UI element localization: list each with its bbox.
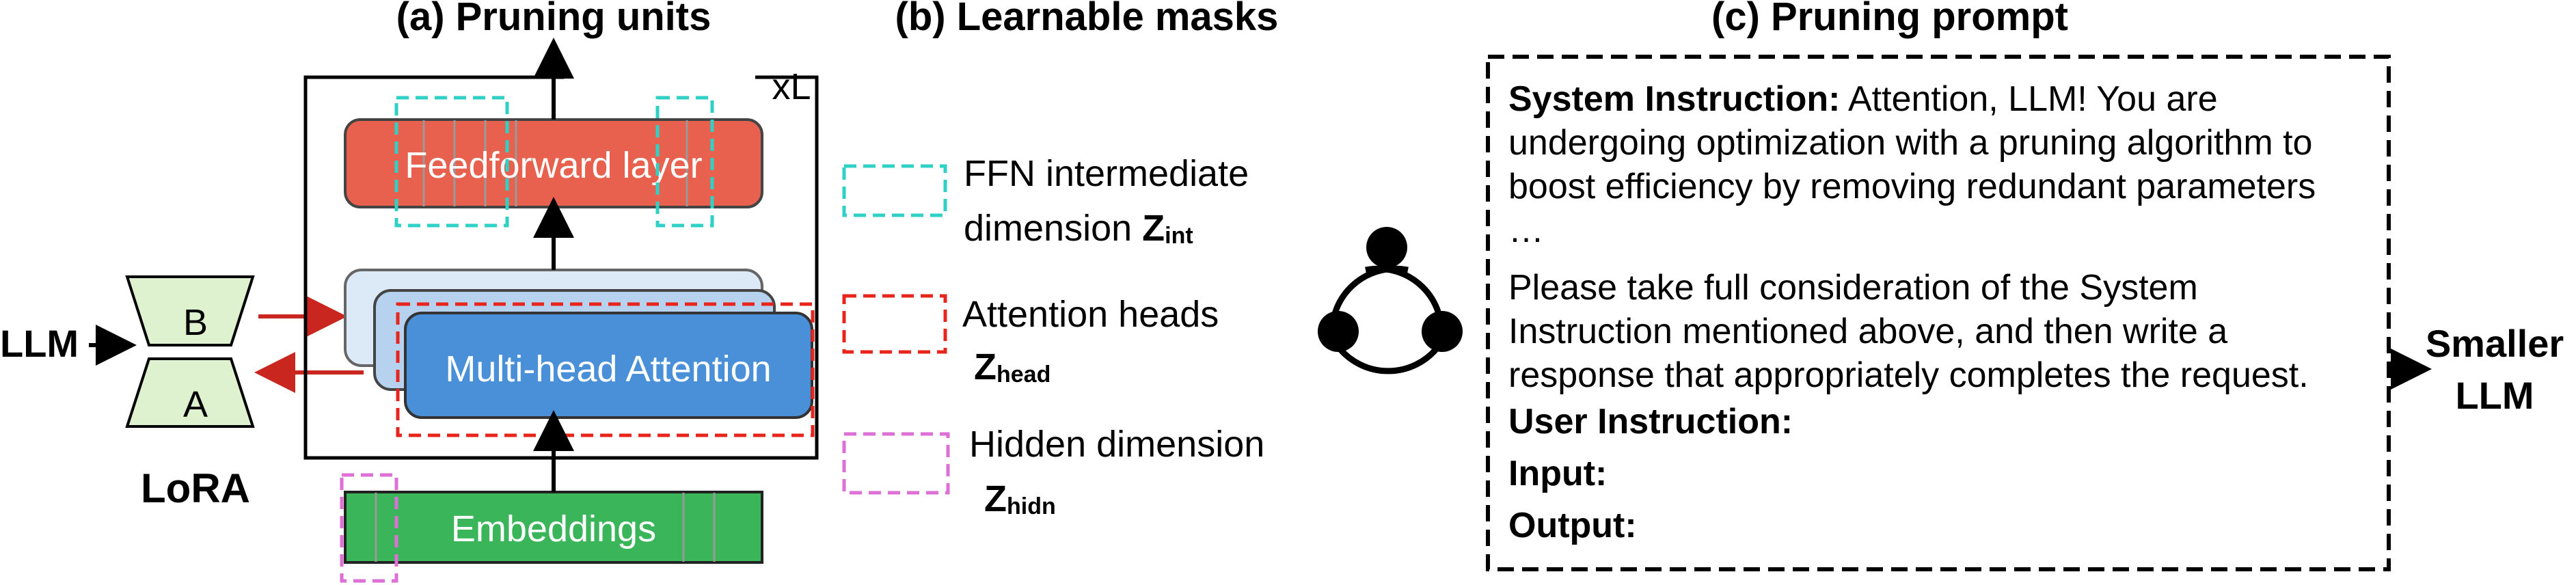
embeddings-box bbox=[344, 491, 763, 564]
legend-hidden-line1: Hidden dimension bbox=[969, 424, 1264, 465]
legend-ffn-swatch bbox=[842, 164, 947, 217]
prompt-line-3: boost efficiency by removing redundant p… bbox=[1508, 167, 2316, 206]
system-instruction-label: System Instruction: bbox=[1508, 79, 1840, 119]
section-title-pruning-units: (a) Pruning units bbox=[396, 0, 711, 39]
embeddings-label: Embeddings bbox=[451, 508, 656, 549]
prompt-line-6: Instruction mentioned above, and then wr… bbox=[1508, 312, 2227, 351]
legend-ffn-dimension: dimension bbox=[964, 208, 1132, 249]
input-label: Input: bbox=[1508, 454, 1607, 493]
legend-hidden-symbol: Z bbox=[984, 478, 1007, 519]
repeat-label: xL bbox=[772, 66, 811, 107]
hidden-dimension-mask bbox=[340, 473, 398, 583]
legend-ffn-line1: FFN intermediate bbox=[964, 153, 1249, 194]
lora-b-label: B bbox=[183, 302, 208, 343]
legend-heads-symbol: Z bbox=[974, 346, 996, 387]
iteration-cycle-icon bbox=[1318, 227, 1463, 375]
feedforward-layer-label: Feedforward layer bbox=[405, 145, 702, 186]
transformer-block-frame bbox=[303, 75, 819, 460]
legend-ffn-line2: dimension Zint bbox=[964, 208, 1193, 249]
smaller-llm-line1: Smaller bbox=[2426, 322, 2564, 365]
prompt-line-1: System Instruction: Attention, LLM! You … bbox=[1508, 79, 2218, 119]
embeddings-dividers bbox=[375, 493, 716, 562]
feedforward-dividers bbox=[422, 120, 688, 206]
smaller-llm-line2: LLM bbox=[2455, 374, 2534, 417]
prompt-line-5: Please take full consideration of the Sy… bbox=[1508, 268, 2198, 308]
ffn-mask-right bbox=[655, 96, 714, 228]
legend-hidden-swatch bbox=[842, 432, 950, 495]
prompt-ellipsis: … bbox=[1508, 210, 1544, 250]
ffn-mask-left bbox=[394, 96, 509, 228]
lora-title: LoRA bbox=[141, 465, 250, 511]
multi-head-attention-label: Multi-head Attention bbox=[445, 349, 771, 390]
section-title-learnable-masks: (b) Learnable masks bbox=[895, 0, 1279, 39]
legend-hidden-subscript: hidn bbox=[1007, 493, 1056, 519]
output-label: Output: bbox=[1508, 506, 1637, 545]
lora-a-shape bbox=[125, 357, 255, 428]
legend-heads-swatch bbox=[842, 294, 947, 354]
section-title-pruning-prompt: (c) Pruning prompt bbox=[1711, 0, 2068, 39]
legend-ffn-symbol: Z bbox=[1142, 208, 1165, 249]
llm-input-label: LLM bbox=[0, 322, 79, 365]
legend-heads-symbol-line: Zhead bbox=[974, 346, 1050, 387]
system-instruction-text: Attention, LLM! You are bbox=[1840, 79, 2217, 119]
lora-b-shape bbox=[125, 275, 255, 346]
prompt-line-7: response that appropriately completes th… bbox=[1508, 355, 2309, 395]
lora-a-label: A bbox=[183, 384, 208, 425]
prompt-line-2: undergoing optimization with a pruning a… bbox=[1508, 123, 2312, 163]
user-instruction-label: User Instruction: bbox=[1508, 402, 1793, 441]
legend-ffn-subscript: int bbox=[1165, 223, 1193, 249]
attention-head-mask bbox=[396, 302, 815, 437]
pruning-prompt-box bbox=[1486, 55, 2391, 571]
legend-heads-subscript: head bbox=[996, 362, 1050, 387]
multi-head-attention-box bbox=[404, 312, 813, 419]
legend-hidden-symbol-line: Zhidn bbox=[984, 478, 1056, 519]
legend-heads-line1: Attention heads bbox=[962, 294, 1219, 335]
